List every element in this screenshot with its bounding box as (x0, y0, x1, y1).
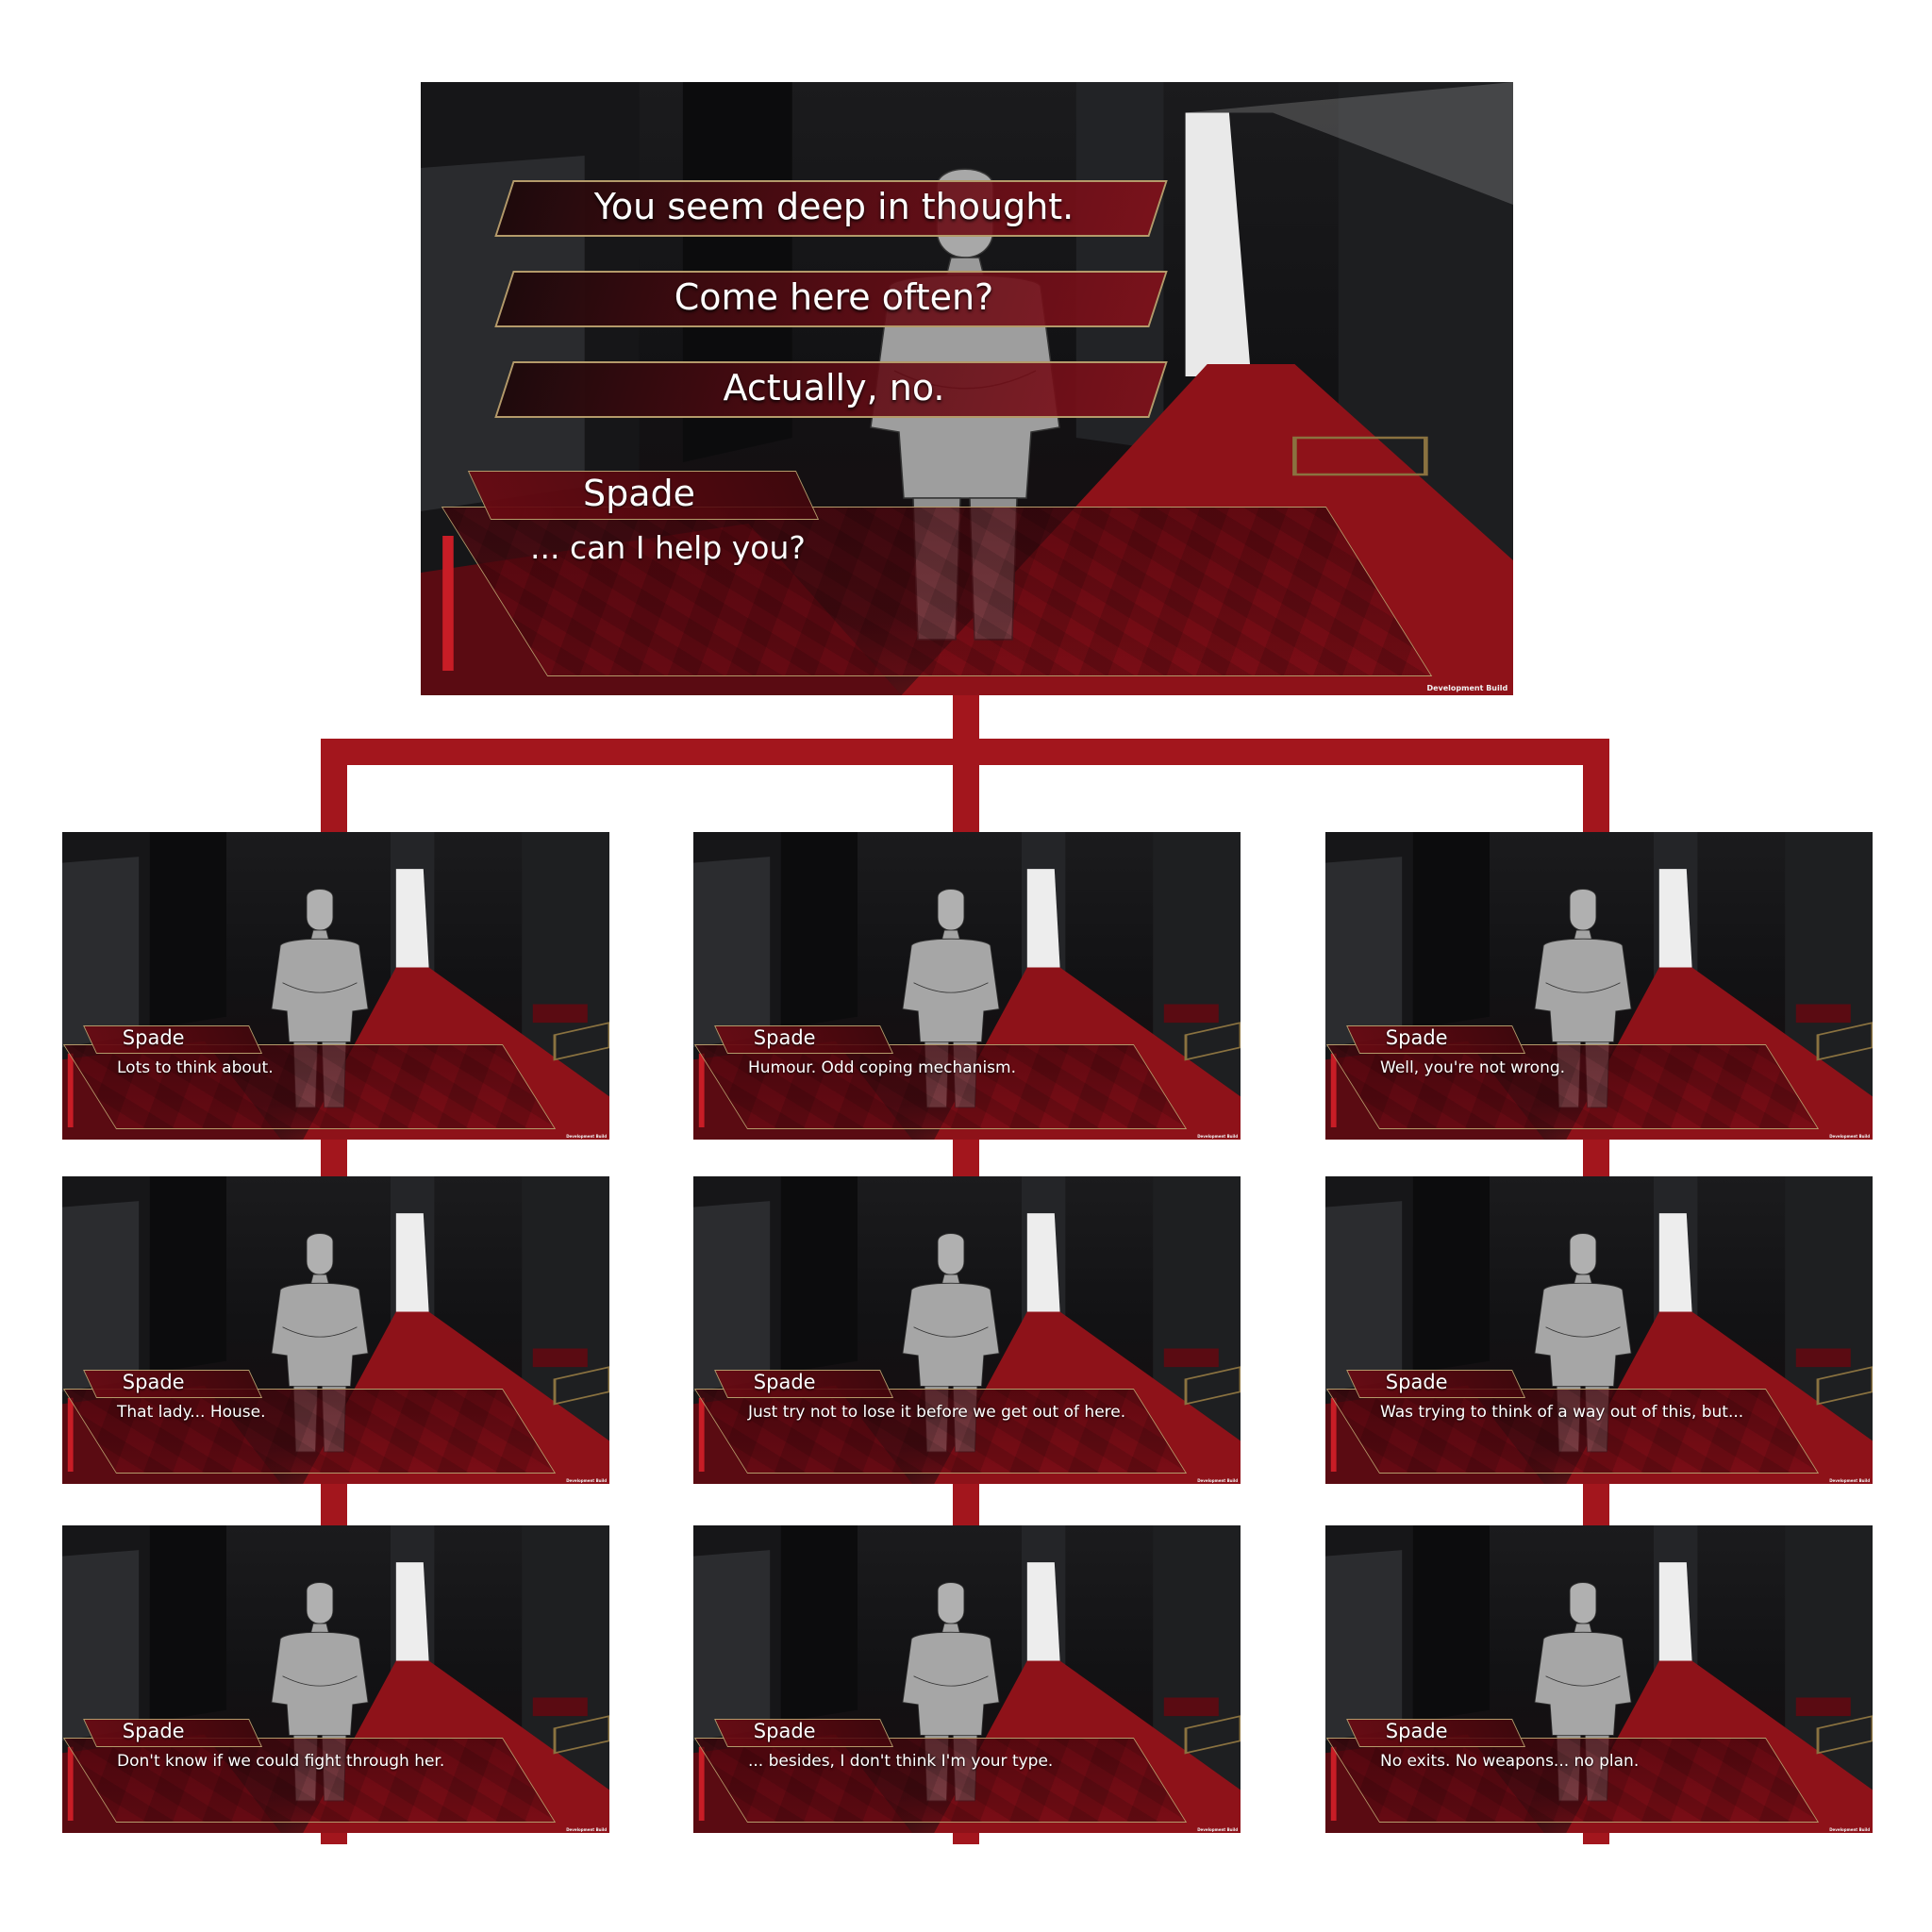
speaker-name: Spade (122, 1719, 185, 1742)
speaker-name: Spade (1385, 1719, 1448, 1742)
development-build-label: Development Build (566, 1826, 608, 1832)
dialog-box[interactable] (1325, 1043, 1820, 1129)
development-build-label: Development Build (566, 1133, 608, 1139)
choice-screen: You seem deep in thought. Come here ofte… (421, 82, 1513, 695)
dialog-line: Was trying to think of a way out of this… (1380, 1402, 1744, 1422)
dialog-line: No exits. No weapons... no plan. (1380, 1751, 1640, 1771)
branch-3-screen-1: Spade Well, you're not wrong. Developmen… (1325, 832, 1873, 1140)
branch-3-screen-2: Spade Was trying to think of a way out o… (1325, 1176, 1873, 1484)
dialog-box[interactable] (693, 1388, 1188, 1474)
speaker-name: Spade (122, 1025, 185, 1049)
development-build-label: Development Build (1197, 1477, 1239, 1483)
development-build-label: Development Build (1829, 1826, 1871, 1832)
dialog-choice-3-label: Actually, no. (723, 367, 945, 408)
dialog-box[interactable] (62, 1737, 557, 1823)
dialog-box[interactable] (693, 1043, 1188, 1129)
dialog-line: Well, you're not wrong. (1380, 1058, 1566, 1077)
dialog-line: Humour. Odd coping mechanism. (748, 1058, 1017, 1077)
speaker-name: Spade (753, 1370, 816, 1393)
branch-2-screen-3: Spade ... besides, I don't think I'm you… (693, 1525, 1241, 1833)
branch-1-screen-2: Spade That lady... House. Development Bu… (62, 1176, 609, 1484)
branch-3-screen-3: Spade No exits. No weapons... no plan. D… (1325, 1525, 1873, 1833)
development-build-label: Development Build (566, 1477, 608, 1483)
development-build-label: Development Build (1829, 1133, 1871, 1139)
dialog-line: ... besides, I don't think I'm your type… (748, 1751, 1054, 1771)
speaker-name: Spade (1385, 1025, 1448, 1049)
development-build-label: Development Build (1197, 1133, 1239, 1139)
development-build-label: Development Build (1197, 1826, 1239, 1832)
dialog-box[interactable] (62, 1043, 557, 1129)
dialog-line: That lady... House. (117, 1402, 266, 1422)
dialog-line: ... can I help you? (530, 529, 806, 566)
dialog-box[interactable] (1325, 1737, 1820, 1823)
dialog-line: Lots to think about. (117, 1058, 274, 1077)
speaker-name: Spade (753, 1719, 816, 1742)
dialog-choice-2-label: Come here often? (674, 276, 994, 318)
branch-1-screen-1: Spade Lots to think about. Development B… (62, 832, 609, 1140)
dialog-box[interactable] (693, 1737, 1188, 1823)
speaker-name: Spade (1385, 1370, 1448, 1393)
speaker-name: Spade (753, 1025, 816, 1049)
branch-2-screen-1: Spade Humour. Odd coping mechanism. Deve… (693, 832, 1241, 1140)
dialog-line: Just try not to lose it before we get ou… (748, 1402, 1126, 1422)
branch-2-screen-2: Spade Just try not to lose it before we … (693, 1176, 1241, 1484)
dialog-line: Don't know if we could fight through her… (117, 1751, 445, 1771)
dialog-choice-1-label: You seem deep in thought. (593, 186, 1074, 227)
dialog-box[interactable] (1325, 1388, 1820, 1474)
branch-1-screen-3: Spade Don't know if we could fight throu… (62, 1525, 609, 1833)
dialog-box[interactable] (62, 1388, 557, 1474)
development-build-label: Development Build (1426, 684, 1508, 693)
speaker-name: Spade (583, 473, 696, 514)
speaker-name: Spade (122, 1370, 185, 1393)
development-build-label: Development Build (1829, 1477, 1871, 1483)
